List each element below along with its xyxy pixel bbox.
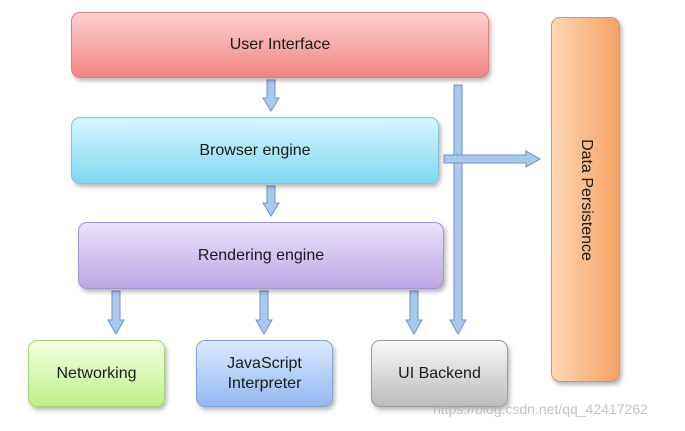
ui-backend-box: UI Backend xyxy=(371,340,508,407)
browser-engine-box: Browser engine xyxy=(71,117,439,184)
arrow-rendering-engine-to-ui-backend xyxy=(405,290,423,336)
data-persistence-box: Data Persistence xyxy=(551,17,620,382)
arrow-ui-to-browser-engine xyxy=(262,79,280,112)
networking-label: Networking xyxy=(56,364,137,382)
browser-engine-label: Browser engine xyxy=(199,141,311,159)
ui-backend-label: UI Backend xyxy=(398,364,481,382)
watermark: https://blog.csdn.net/qq_42417262 xyxy=(433,401,648,417)
javascript-interpreter-label: JavaScript Interpreter xyxy=(227,354,302,392)
arrow-ui-to-ui-backend xyxy=(449,84,467,336)
rendering-engine-label: Rendering engine xyxy=(197,246,325,264)
arrow-rendering-engine-to-javascript-interpreter xyxy=(255,290,273,336)
rendering-engine-box: Rendering engine xyxy=(78,222,444,289)
arrow-browser-engine-to-rendering-engine xyxy=(262,185,280,217)
networking-box: Networking xyxy=(28,340,165,407)
arrow-rendering-engine-to-networking xyxy=(107,290,125,336)
javascript-interpreter-box: JavaScript Interpreter xyxy=(196,340,333,407)
user-interface-box: User Interface xyxy=(71,12,489,78)
data-persistence-label: Data Persistence xyxy=(577,138,595,261)
arrow-browser-engine-to-data-persistence xyxy=(443,150,542,168)
user-interface-label: User Interface xyxy=(229,36,331,53)
